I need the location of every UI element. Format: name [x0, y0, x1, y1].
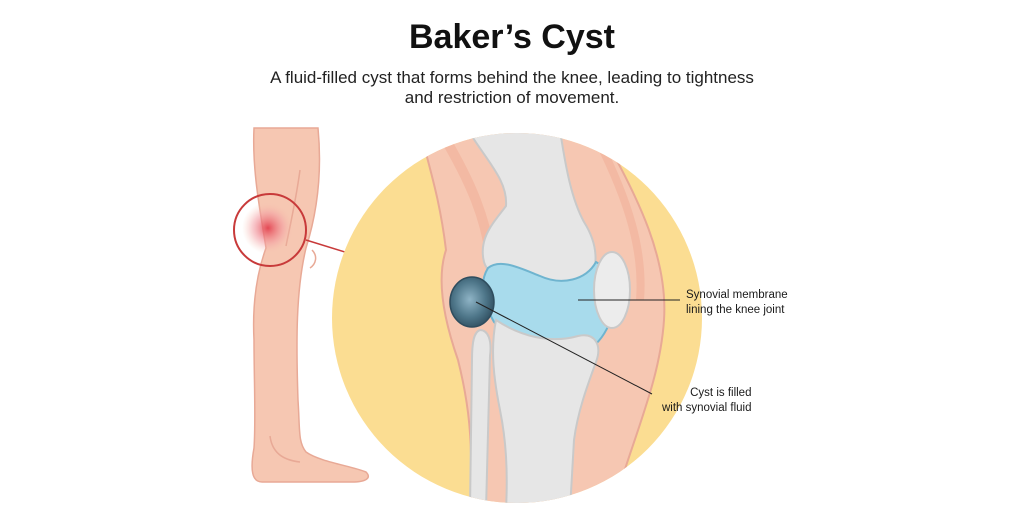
label-cyst-line-1: Cyst is filled [662, 386, 751, 401]
knee-cross-section [332, 130, 702, 510]
pain-glow [242, 202, 294, 254]
label-cyst-fluid: Cyst is filled with synovial fluid [662, 386, 751, 416]
cyst-bubble [450, 277, 494, 327]
label-synovial-line-2: lining the knee joint [686, 303, 788, 318]
patella [594, 252, 630, 328]
label-synovial-membrane: Synovial membrane lining the knee joint [686, 288, 788, 318]
label-synovial-line-1: Synovial membrane [686, 288, 788, 303]
label-cyst-line-2: with synovial fluid [662, 401, 751, 416]
